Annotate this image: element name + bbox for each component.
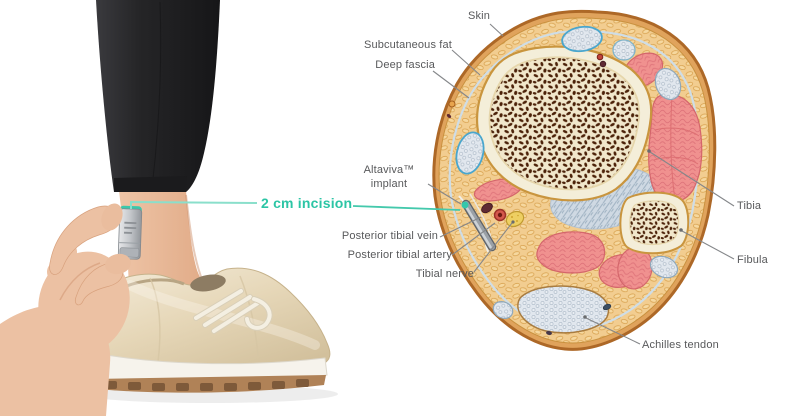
leader-achilles	[585, 317, 641, 345]
label-posterior-tibial-vein: Posterior tibial vein	[341, 230, 438, 242]
tendon-plantaris	[492, 301, 514, 319]
label-implant-line1: Altaviva™	[363, 164, 415, 176]
leader-implant	[427, 183, 462, 205]
tibia-bone	[475, 45, 653, 202]
label-achilles-tendon: Achilles tendon	[642, 339, 719, 351]
anterior-tibial-vein-shape	[599, 60, 607, 68]
label-implant-line2: implant	[370, 178, 408, 190]
tendons	[455, 25, 682, 334]
anterior-tibial-artery-shape	[596, 53, 604, 61]
hand	[0, 205, 130, 416]
laces	[193, 288, 273, 334]
legging-cuff	[114, 176, 187, 192]
leader-deep-fascia	[432, 70, 470, 99]
index-fingertip	[101, 203, 123, 231]
implant-rod-tip	[461, 201, 469, 209]
label-subcutaneous-fat: Subcutaneous fat	[363, 39, 452, 51]
tendon-peroneal	[649, 255, 679, 279]
fibula-marrow	[629, 200, 680, 246]
tendon-medial	[455, 131, 485, 175]
label-deep-fascia: Deep fascia	[375, 59, 435, 71]
label-tibia: Tibia	[737, 200, 762, 212]
incision-line	[130, 200, 461, 211]
label-fibula: Fibula	[737, 254, 768, 266]
tibia-marrow	[488, 56, 641, 191]
leader-skin	[489, 23, 504, 37]
muscle-peroneal	[648, 93, 703, 203]
tendon-tibialis-anterior	[561, 25, 603, 53]
label-skin: Skin	[468, 10, 490, 22]
leader-dots	[511, 149, 683, 319]
tendon-extensor	[612, 39, 636, 61]
ankle-cross-section	[432, 9, 717, 351]
achilles-tendon-shape	[517, 285, 610, 334]
saphenous-vessel-shape	[448, 100, 456, 108]
label-posterior-tibial-artery: Posterior tibial artery	[347, 249, 452, 261]
thumb-tip	[105, 253, 131, 275]
posterior-tibial-vein-shape	[481, 202, 493, 214]
implant-rod	[458, 193, 497, 253]
small-vessel-shape	[602, 303, 612, 311]
leader-fibula	[681, 230, 735, 260]
tibial-nerve-shape	[505, 210, 525, 228]
leader-lines	[427, 23, 735, 345]
photo-illustration	[0, 0, 338, 416]
leader-artery	[451, 222, 496, 256]
neurovascular-bundle	[446, 53, 612, 336]
shoe-collar-opening	[190, 274, 226, 292]
tendon-lateral	[654, 67, 682, 101]
label-incision: 2 cm incision	[261, 195, 353, 211]
legging	[96, 0, 220, 192]
small-vessel-shape-2	[546, 330, 552, 336]
muscle-deep-posterior	[536, 231, 606, 274]
small-vein-shape	[446, 113, 452, 119]
leader-subcutaneous-fat	[451, 49, 481, 76]
leader-vein	[439, 216, 482, 238]
fibula-bone	[619, 191, 690, 255]
leader-tibia	[649, 151, 735, 207]
leader-nerve	[473, 222, 513, 273]
label-tibial-nerve: Tibial nerve	[415, 268, 474, 280]
muscles	[473, 52, 703, 290]
